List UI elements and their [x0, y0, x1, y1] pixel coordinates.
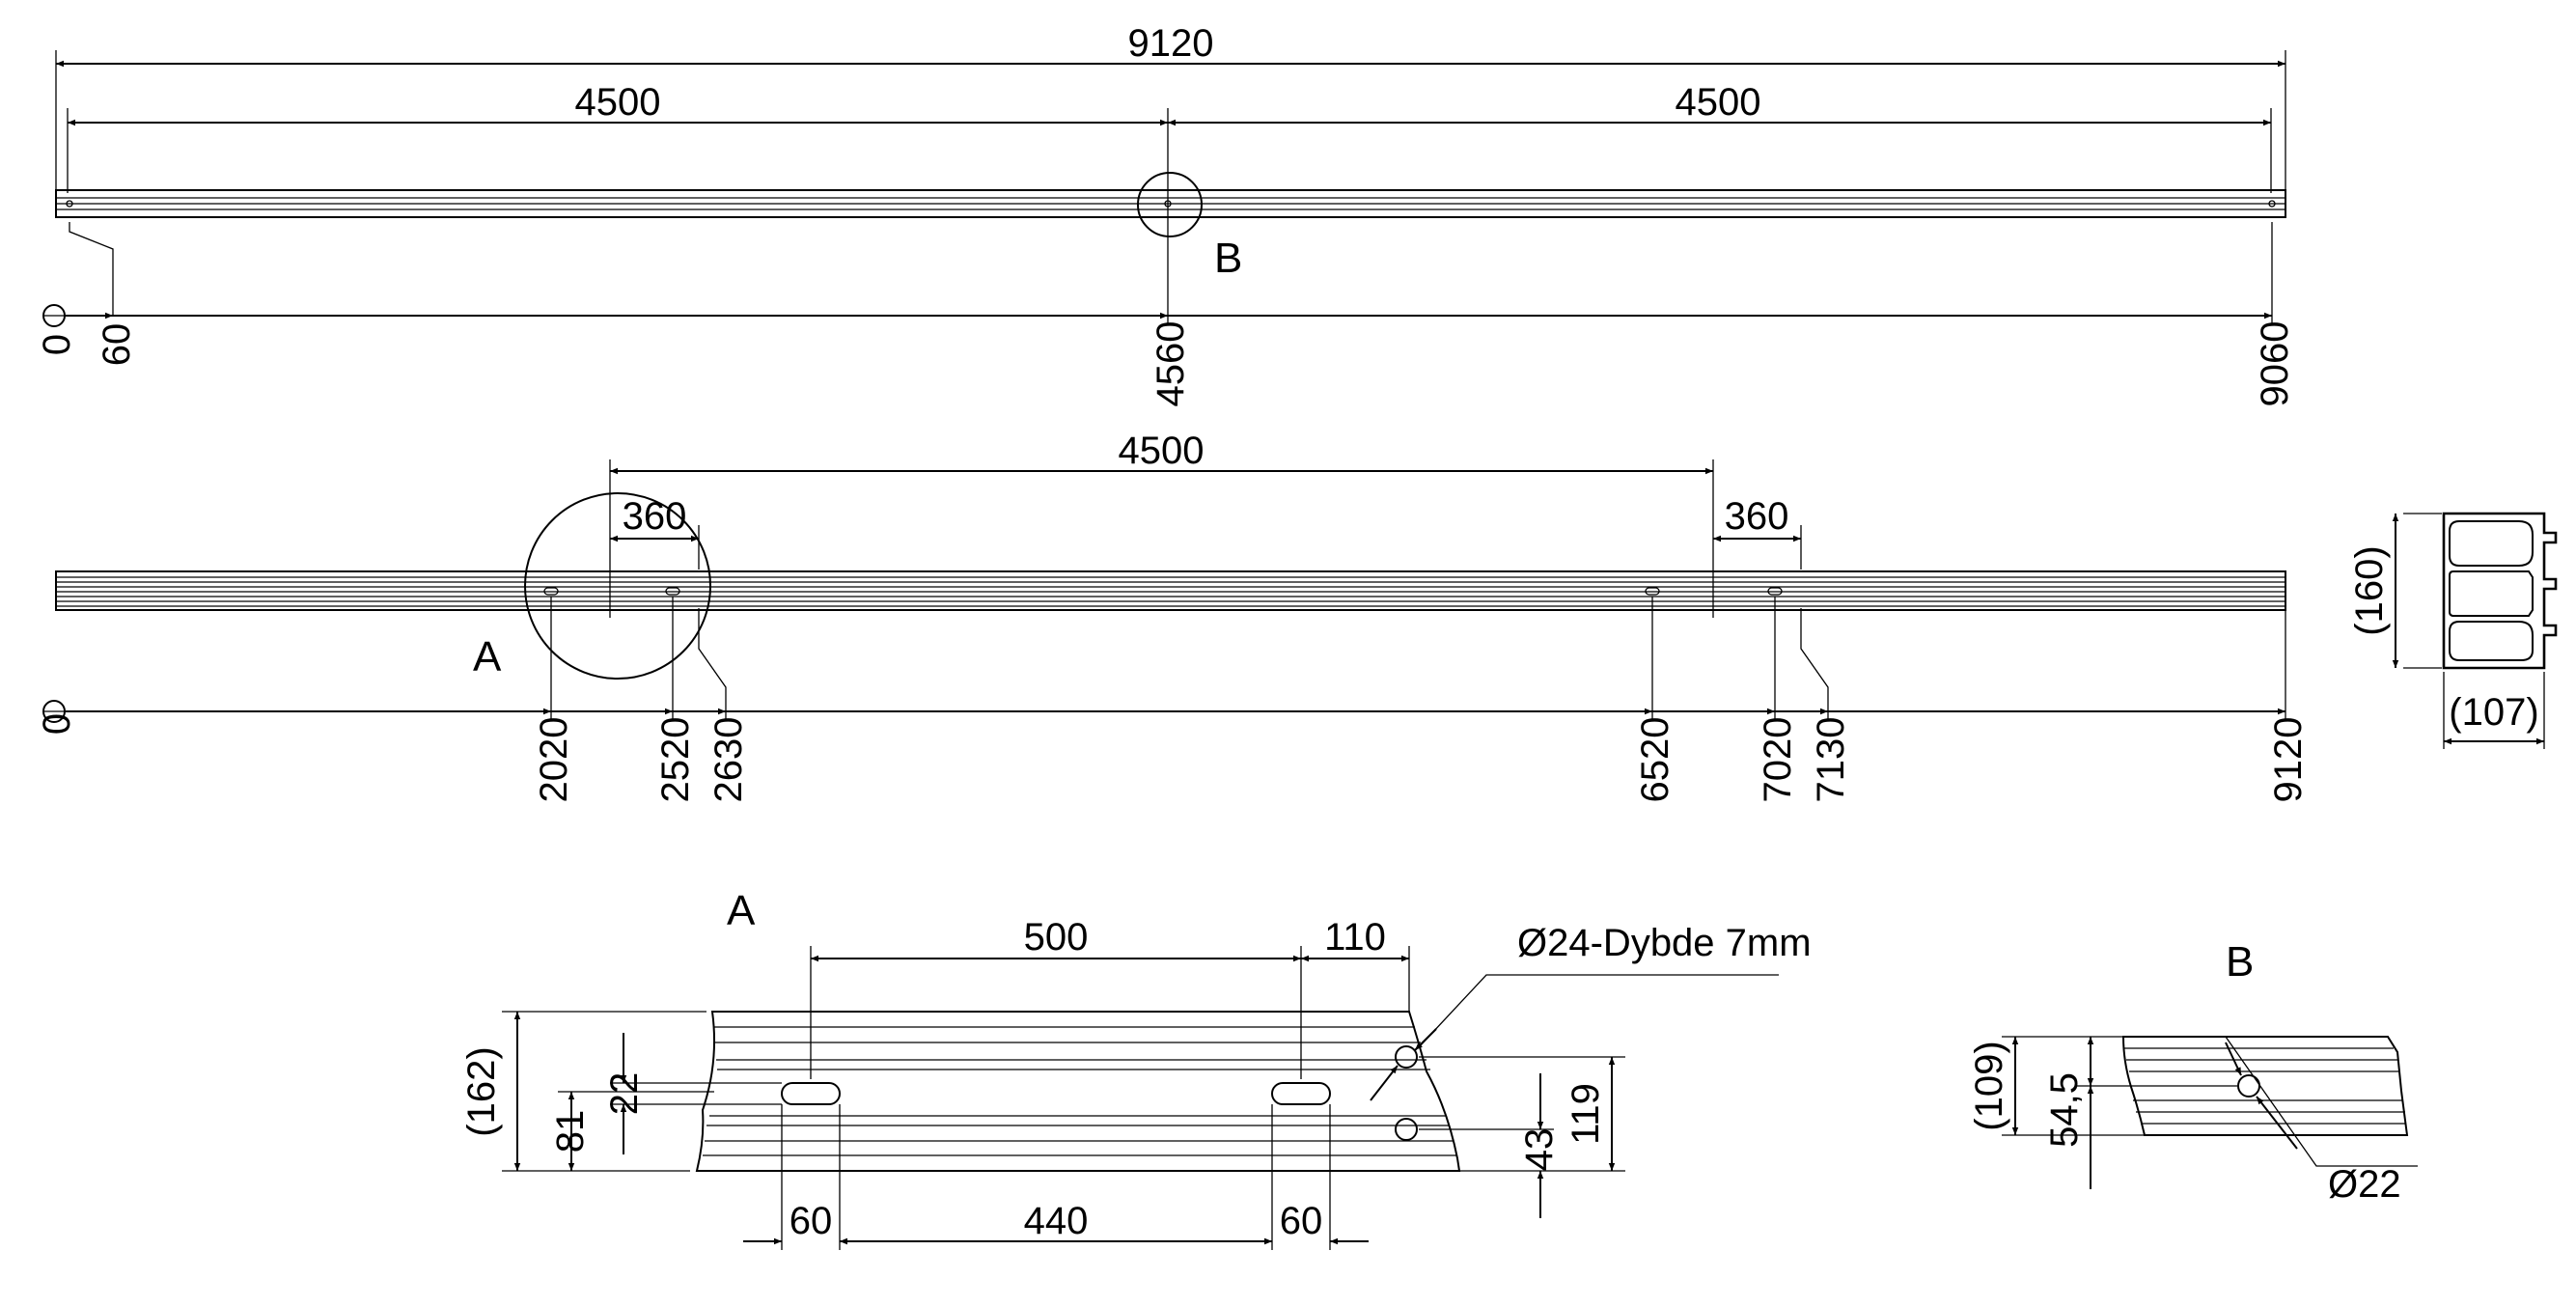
slot-right	[1271, 1082, 1331, 1105]
cross-section: (160) (107)	[2348, 512, 2558, 749]
hole-b	[2237, 1074, 2260, 1098]
dim-b-hole: Ø22	[2328, 1163, 2401, 1206]
detail-a: A 500 110 Ø24-Dybde 7mm (162)	[460, 887, 1812, 1250]
dim-offset-360-right: 360	[1725, 495, 1789, 538]
ord2-7130: 7130	[1810, 717, 1852, 803]
dim-a-43: 43	[1518, 1128, 1561, 1172]
dim-a-110: 110	[1324, 916, 1386, 959]
dim-b-height-109: (109)	[1968, 1041, 2010, 1130]
dim-a-60-right: 60	[1280, 1200, 1323, 1242]
dim-a-440: 440	[1024, 1200, 1089, 1242]
dim-a-119: 119	[1565, 1083, 1607, 1145]
dim-b-mid-545: 54,5	[2043, 1072, 2086, 1148]
dim-a-mid-81: 81	[549, 1110, 592, 1153]
ord-0: 0	[36, 334, 78, 355]
detail-a-callout-circle	[524, 492, 711, 680]
dim-4500-right: 4500	[1676, 81, 1761, 124]
hole-lower	[1395, 1118, 1418, 1141]
ord2-2020: 2020	[533, 717, 575, 803]
dim-a-height-162: (162)	[460, 1046, 503, 1136]
detail-b: B Ø22 (109) 54,5	[1968, 938, 2418, 1206]
ord2-0: 0	[36, 713, 78, 735]
beam-side-view	[55, 570, 2286, 611]
section-height: (160)	[2348, 545, 2391, 635]
detail-b-title: B	[2226, 938, 2254, 986]
detail-b-label: B	[1214, 235, 1242, 282]
view-2-side-beam: 4500 360 360 A	[36, 430, 2310, 802]
ord2-6520: 6520	[1634, 717, 1676, 803]
detail-b-callout-circle	[1137, 172, 1203, 237]
ord2-7020: 7020	[1757, 717, 1799, 803]
ord2-2630: 2630	[707, 717, 750, 803]
dim-span-4500: 4500	[1119, 430, 1205, 472]
beam-top-view	[55, 189, 2286, 218]
note-hole: Ø24-Dybde 7mm	[1517, 922, 1812, 964]
slot-left	[781, 1082, 841, 1105]
hole-upper	[1395, 1045, 1418, 1069]
detail-a-title: A	[727, 887, 756, 934]
dim-a-60-left: 60	[789, 1200, 833, 1242]
view-1-top-beam: 9120 4500 4500 B 0 60	[36, 22, 2296, 406]
ord-4560: 4560	[1150, 321, 1192, 407]
ord2-2520: 2520	[654, 717, 697, 803]
ord-9060: 9060	[2254, 321, 2296, 407]
ord2-9120: 9120	[2267, 717, 2310, 803]
detail-a-label: A	[473, 633, 502, 681]
dim-a-500: 500	[1024, 916, 1089, 959]
dim-4500-left: 4500	[575, 81, 661, 124]
dim-total-9120: 9120	[1128, 22, 1214, 65]
section-width: (107)	[2449, 691, 2538, 734]
dim-a-slot-22: 22	[603, 1072, 646, 1116]
ord-60: 60	[96, 323, 138, 367]
dim-offset-360-left: 360	[623, 495, 687, 538]
